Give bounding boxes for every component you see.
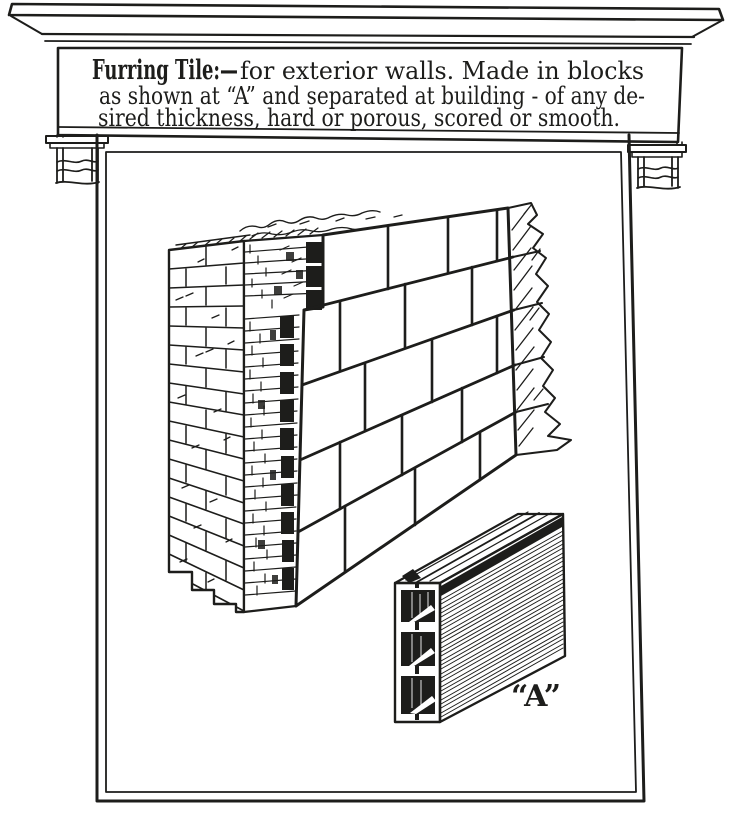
tile-cell-web-slats (409, 605, 436, 714)
right-corbel-bracket (627, 141, 687, 190)
tile-groove-notches (415, 583, 419, 720)
wall-figure (167, 202, 572, 614)
inner-frame-border (105, 151, 637, 793)
tile-core-cells (280, 242, 322, 590)
title-line1-lead: Furring Tile:— (92, 55, 238, 86)
title-panel: Furring Tile:— for exterior walls. Made … (56, 46, 684, 144)
broken-edge (507, 202, 572, 456)
rubble-scribble (239, 210, 403, 237)
cornice-molding (7, 2, 725, 45)
tile-label-a: “A” (511, 679, 561, 714)
tile-course-lines (296, 255, 518, 534)
title-line1-rest: for exterior walls. Made in blocks (240, 57, 644, 85)
tile-wall-face (294, 206, 518, 608)
tile-head-joints (338, 208, 499, 574)
title-line2: as shown at “A” and separated at buildin… (99, 82, 645, 110)
tile-front-face (393, 581, 442, 724)
wall-section-face (242, 233, 325, 614)
section-ink-smudges (258, 252, 303, 584)
left-corbel-bracket (45, 134, 109, 185)
title-line3: sired thickness, hard or porous, scored … (98, 104, 620, 132)
brick-veneer-face (167, 239, 246, 614)
tile-block-detail: “A” (393, 511, 567, 724)
outer-frame-border (95, 133, 646, 803)
